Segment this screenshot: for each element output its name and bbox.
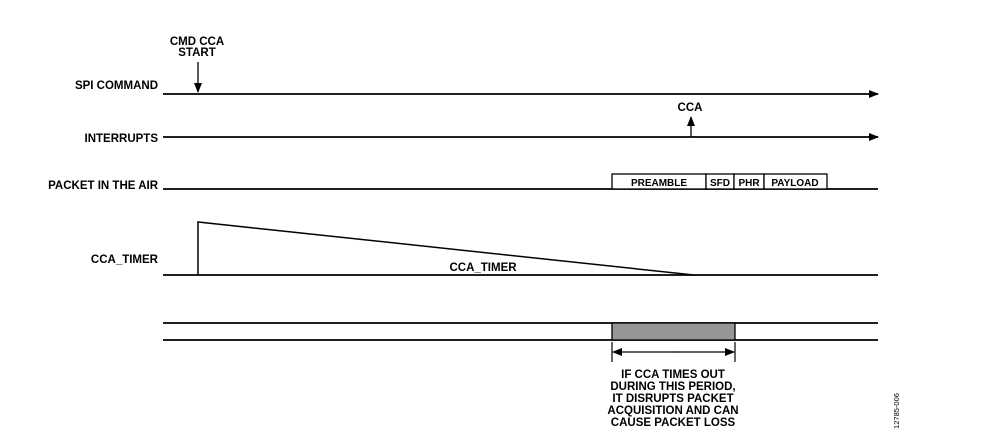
packet-field-payload-label: PAYLOAD	[771, 178, 818, 189]
cmd-cca-start-label-line1: CMD CCA	[170, 36, 224, 48]
cca-timer-ramp	[197, 221, 695, 276]
cca-timer-ramp-label: CCA_TIMER	[449, 262, 517, 274]
period-note-line-2: DURING THIS PERIOD,	[610, 381, 735, 393]
vulnerable-period-shaded	[611, 322, 736, 341]
row-label-cca-timer: CCA_TIMER	[91, 254, 159, 266]
row-label-interrupts: INTERRUPTS	[85, 133, 159, 145]
row-label-packet-in-the-air: PACKET IN THE AIR	[48, 180, 159, 192]
cca-interrupt-label: CCA	[678, 102, 703, 114]
packet-field-sfd-label: SFD	[710, 178, 730, 189]
figure-id: 12785-006	[892, 393, 901, 429]
period-note-line-5: CAUSE PACKET LOSS	[611, 417, 736, 429]
cmd-cca-start-label-line2: START	[178, 47, 215, 59]
period-note-line-1: IF CCA TIMES OUT	[621, 369, 725, 381]
period-note-line-4: ACQUISITION AND CAN	[607, 405, 738, 417]
packet-field-phr-label: PHR	[738, 178, 760, 189]
packet-field-payload	[763, 173, 828, 190]
packet-frame: PREAMBLE SFD PHR PAYLOAD	[611, 173, 828, 190]
row-label-spi-command: SPI COMMAND	[75, 80, 158, 92]
period-note-line-3: IT DISRUPTS PACKET	[612, 393, 733, 405]
packet-field-preamble-label: PREAMBLE	[631, 178, 687, 189]
